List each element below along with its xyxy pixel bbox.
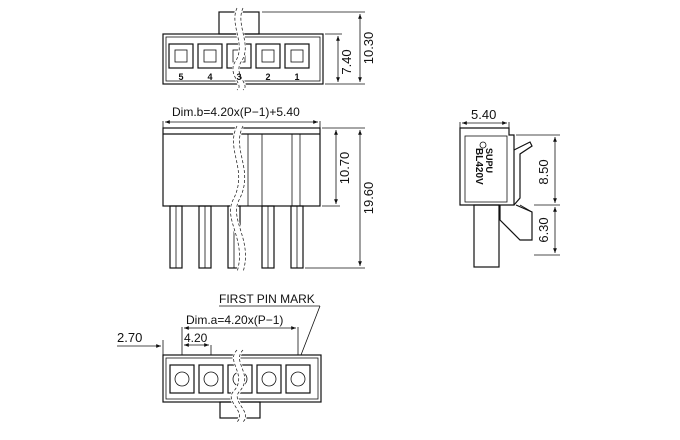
dim-housing-height: 10.70 xyxy=(337,152,352,185)
dim-top-inner-height: 7.40 xyxy=(339,49,354,74)
dim-side-lower: 6.30 xyxy=(536,217,551,242)
first-pin-mark-label: FIRST PIN MARK xyxy=(219,292,315,306)
side-view: 5.40 SUPU BL420V 8.50 6.30 xyxy=(459,107,560,268)
dim-side-upper: 8.50 xyxy=(536,159,551,184)
pin-number-5: 5 xyxy=(178,72,183,82)
brand-logo-text: SUPU xyxy=(484,148,494,173)
pin-number-3: 3 xyxy=(236,72,241,82)
dim-total-height: 19.60 xyxy=(361,182,376,215)
top-view: 5 4 3 2 1 7.40 10.30 xyxy=(162,6,376,94)
bottom-view: FIRST PIN MARK Dim.a=4.20x(P−1) 4.20 2.7… xyxy=(117,292,322,425)
front-view: Dim.b=4.20x(P−1)+5.40 xyxy=(162,105,376,274)
dim-side-width: 5.40 xyxy=(471,107,496,122)
dim-top-outer-height: 10.30 xyxy=(361,32,376,65)
pin-number-4: 4 xyxy=(207,72,212,82)
dim-offset: 2.70 xyxy=(117,330,142,345)
part-number: BL420V xyxy=(473,148,484,185)
dim-pitch: 4.20 xyxy=(184,331,208,345)
pin-number-2: 2 xyxy=(265,72,270,82)
dim-pitch-formula: Dim.a=4.20x(P−1) xyxy=(186,313,283,327)
pin-number-1: 1 xyxy=(294,72,299,82)
dim-width-formula: Dim.b=4.20x(P−1)+5.40 xyxy=(172,105,300,119)
